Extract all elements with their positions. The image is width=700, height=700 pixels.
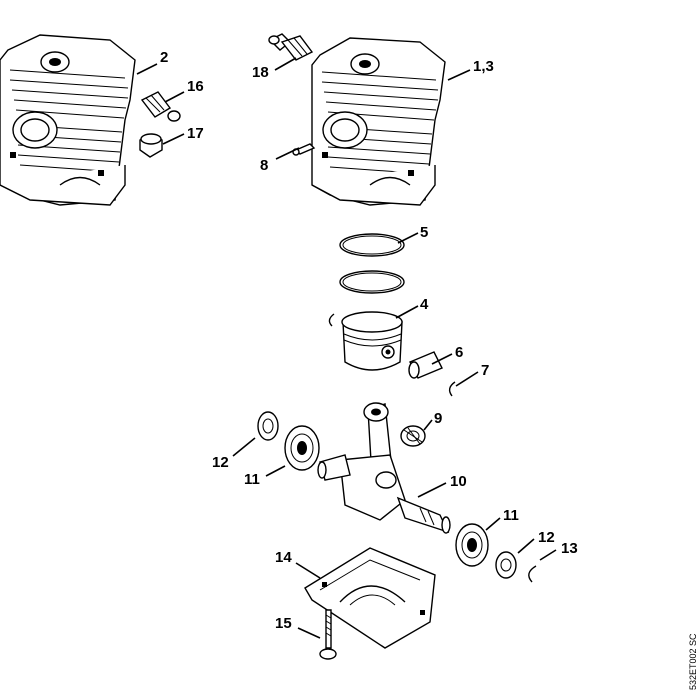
callout-7: 7 <box>481 362 489 379</box>
part-11-bearing-left[interactable] <box>284 425 320 471</box>
callout-18: 18 <box>252 64 269 81</box>
callout-1-3: 1,3 <box>473 58 494 75</box>
callout-13: 13 <box>561 540 578 557</box>
callout-15: 15 <box>275 615 292 632</box>
part-16-fitting[interactable] <box>140 91 181 122</box>
callout-14: 14 <box>275 549 292 566</box>
callout-12-left: 12 <box>212 454 229 471</box>
part-12-seal-left[interactable] <box>257 411 279 441</box>
part-4-piston[interactable] <box>328 311 403 371</box>
callout-5: 5 <box>420 224 428 241</box>
callout-2: 2 <box>160 49 168 66</box>
cylinder-left[interactable] <box>0 34 136 206</box>
callout-11-left: 11 <box>244 471 260 488</box>
part-9-needle-cage[interactable] <box>400 425 426 447</box>
callout-6: 6 <box>455 344 463 361</box>
part-7-circlip[interactable] <box>448 381 456 397</box>
callout-9: 9 <box>434 410 442 427</box>
part-18-valve[interactable] <box>268 33 314 61</box>
callout-labels: 2 16 17 18 1,3 8 5 4 6 7 9 12 11 10 11 1… <box>160 49 578 632</box>
leader-lines <box>136 57 557 639</box>
part-15-screw[interactable] <box>319 609 337 660</box>
callout-4: 4 <box>420 296 429 313</box>
callout-8: 8 <box>260 157 268 174</box>
callout-17: 17 <box>187 125 204 142</box>
part-5-piston-rings[interactable] <box>339 233 405 294</box>
callout-11-right: 11 <box>503 507 519 524</box>
part-13-circlip[interactable] <box>528 565 537 583</box>
part-12-seal-right[interactable] <box>495 551 517 579</box>
diagram-reference-code: 532ET002 SC <box>688 633 698 690</box>
callout-12-right: 12 <box>538 529 555 546</box>
part-10-crankshaft[interactable] <box>317 402 451 534</box>
part-6-piston-pin[interactable] <box>408 351 443 379</box>
callout-16: 16 <box>187 78 204 95</box>
part-17-plug[interactable] <box>139 133 163 158</box>
callout-10: 10 <box>450 473 467 490</box>
cylinder-right[interactable] <box>311 37 446 206</box>
part-14-crankcase[interactable] <box>304 547 436 649</box>
part-11-bearing-right[interactable] <box>455 523 489 567</box>
